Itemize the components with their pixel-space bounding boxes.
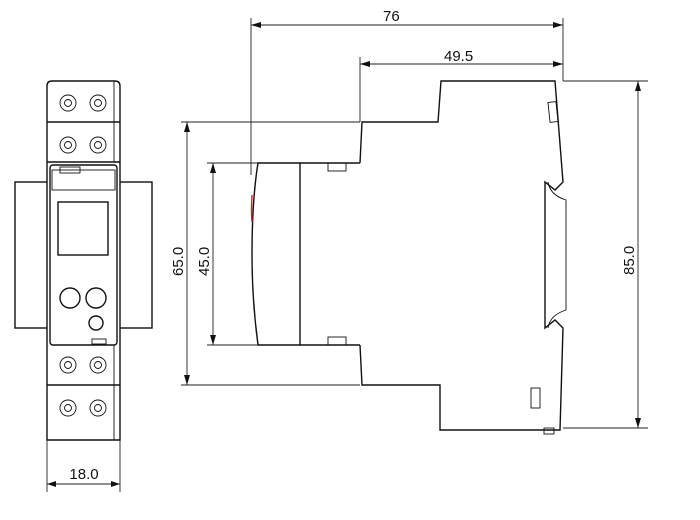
dim-overall-depth: 76 bbox=[383, 8, 400, 25]
dim-width: 18.0 bbox=[69, 466, 98, 483]
housing-outline bbox=[359, 80, 564, 431]
side-view: 76 49.5 85.0 65.0 45.0 bbox=[170, 8, 648, 435]
button-1 bbox=[59, 287, 81, 309]
front-panel bbox=[49, 164, 118, 346]
display-window bbox=[57, 201, 109, 256]
dim-body-height: 65.0 bbox=[170, 247, 187, 276]
dim-body-depth: 49.5 bbox=[444, 48, 473, 65]
dim-front-height: 45.0 bbox=[196, 247, 213, 276]
front-cover bbox=[251, 162, 301, 346]
front-body bbox=[46, 80, 121, 441]
led-indicator bbox=[88, 315, 104, 331]
dim-overall-height: 85.0 bbox=[621, 246, 638, 275]
button-2 bbox=[85, 287, 107, 309]
front-view: 18.0 bbox=[14, 80, 153, 492]
terminal-screws bbox=[59, 94, 107, 417]
